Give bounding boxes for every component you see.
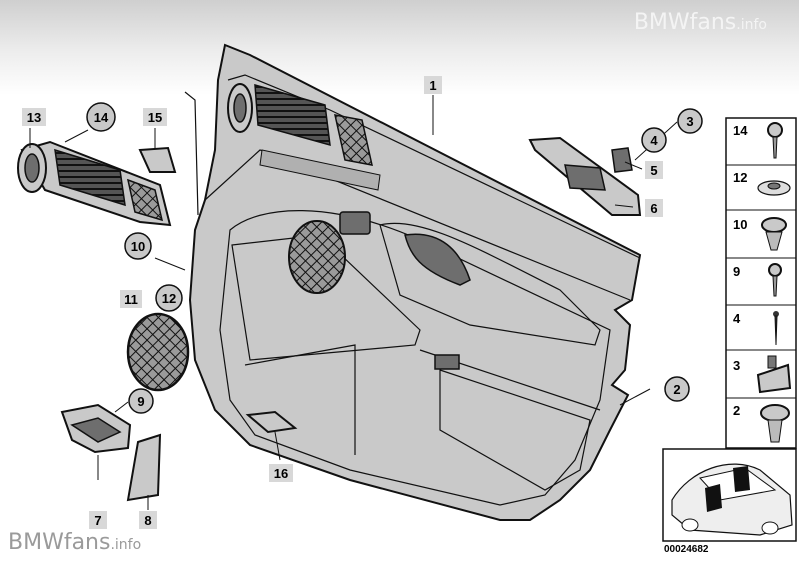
legend-label: 2 [733, 403, 740, 418]
callout-15: 15 [143, 108, 167, 126]
door-trim-panel [184, 43, 642, 521]
callout-label: 14 [94, 110, 109, 125]
callout-16: 16 [269, 464, 293, 482]
watermark-top: BMWfans.info [633, 10, 767, 35]
pocket-cover [126, 433, 162, 502]
legend-row-10: 10 [733, 217, 787, 251]
callout-label: 5 [650, 163, 657, 178]
legend-row-4: 4 [733, 311, 779, 346]
door-pocket [60, 403, 132, 454]
callout-label: 15 [148, 110, 162, 125]
speaker-grille [126, 312, 190, 392]
callout-4: 4 [641, 127, 667, 153]
callout-2: 2 [664, 376, 690, 402]
legend-label: 12 [733, 170, 747, 185]
callout-label: 9 [137, 394, 144, 409]
diagram-code: 00024682 [664, 544, 709, 555]
callout-12: 12 [155, 284, 183, 312]
callout-6: 6 [645, 199, 663, 217]
callout-9: 9 [128, 388, 154, 414]
callout-13: 13 [22, 108, 46, 126]
car-locator-thumbnail [662, 448, 797, 542]
callout-label: 7 [94, 513, 101, 528]
callout-label: 10 [131, 239, 145, 254]
callout-label: 12 [162, 291, 176, 306]
callout-11: 11 [120, 290, 142, 308]
legend-label: 10 [733, 217, 747, 232]
legend-row-9: 9 [733, 263, 782, 297]
legend-label: 3 [733, 358, 740, 373]
legend-row-12: 12 [733, 170, 791, 196]
callout-label: 3 [686, 114, 693, 129]
trim-cap-part [138, 146, 177, 173]
switch-bezel [245, 410, 298, 434]
callout-8: 8 [139, 511, 157, 529]
lock-bracket [528, 136, 642, 216]
callout-label: 13 [27, 110, 41, 125]
callout-label: 11 [124, 292, 138, 307]
callout-label: 6 [650, 201, 657, 216]
legend-label: 9 [733, 264, 740, 279]
callout-label: 16 [274, 466, 288, 481]
legend-row-14: 14 [733, 122, 783, 159]
legend-label: 4 [733, 311, 741, 326]
callout-14: 14 [86, 102, 116, 132]
legend-row-3: 3 [733, 355, 792, 394]
legend-label: 14 [733, 123, 748, 138]
callout-7: 7 [89, 511, 107, 529]
callout-1: 1 [424, 76, 442, 94]
callout-label: 1 [429, 78, 436, 93]
fastener-legend: 14 12 10 9 4 3 2 [725, 117, 797, 449]
legend-row-2: 2 [733, 403, 790, 443]
callout-3: 3 [677, 108, 703, 134]
callout-label: 2 [673, 382, 680, 397]
side-vent-assembly [17, 140, 172, 227]
watermark-bottom: BMWfans.info [8, 530, 142, 555]
callout-label: 8 [144, 513, 151, 528]
callout-label: 4 [650, 133, 658, 148]
callout-10: 10 [124, 232, 152, 260]
callout-5: 5 [645, 161, 663, 179]
